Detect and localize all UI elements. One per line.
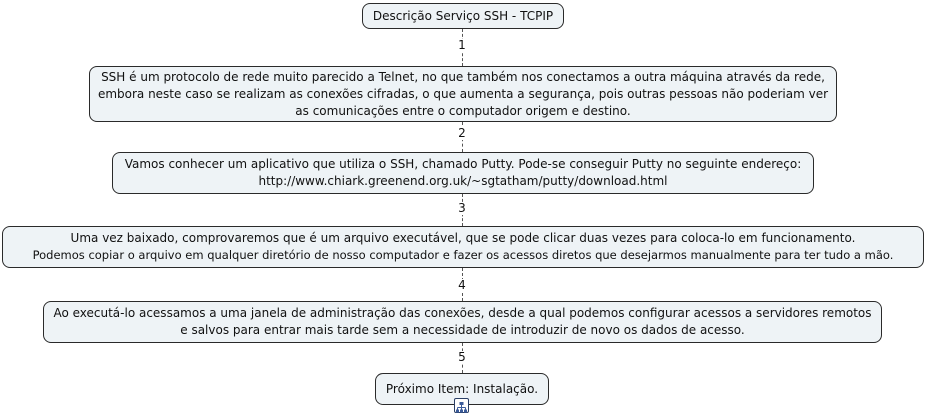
step-3-line-1: Uma vez baixado, comprovaremos que é um … xyxy=(70,231,856,245)
step-node-4[interactable]: Ao executá-lo acessamos a uma janela de … xyxy=(43,301,882,343)
step-3-line-2: Podemos copiar o arquivo em qualquer dir… xyxy=(32,248,894,262)
connector-number-1: 1 xyxy=(455,39,469,52)
step-node-2[interactable]: Vamos conhecer um aplicativo que utiliza… xyxy=(112,152,814,194)
connector-number-2: 2 xyxy=(455,127,469,140)
linked-map-icon[interactable] xyxy=(454,398,469,413)
step-1-line-1: SSH é um protocolo de rede muito parecid… xyxy=(101,69,825,84)
step-1-line-3: as comunicações entre o computador orige… xyxy=(295,103,631,118)
step-2-line-2: http://www.chiark.greenend.org.uk/~sgtat… xyxy=(258,174,668,188)
step-5-line-1: Próximo Item: Instalação. xyxy=(385,381,539,396)
connector-number-3: 3 xyxy=(455,202,469,215)
step-node-3[interactable]: Uma vez baixado, comprovaremos que é um … xyxy=(2,226,924,268)
connector-number-5: 5 xyxy=(455,351,469,364)
connector-number-4: 4 xyxy=(455,279,469,292)
step-2-line-1: Vamos conhecer um aplicativo que utiliza… xyxy=(124,157,802,171)
step-4-line-2: e salvos para entrar mais tarde sem a ne… xyxy=(180,323,745,337)
step-node-1[interactable]: SSH é um protocolo de rede muito parecid… xyxy=(89,66,837,122)
step-1-line-2: embora neste caso se realizam as conexõe… xyxy=(97,86,829,101)
linked-map-icon-glyph xyxy=(456,402,467,413)
step-4-line-1: Ao executá-lo acessamos a uma janela de … xyxy=(53,306,872,320)
root-node[interactable]: Descrição Serviço SSH - TCPIP xyxy=(362,3,564,29)
root-node-label: Descrição Serviço SSH - TCPIP xyxy=(372,8,554,23)
